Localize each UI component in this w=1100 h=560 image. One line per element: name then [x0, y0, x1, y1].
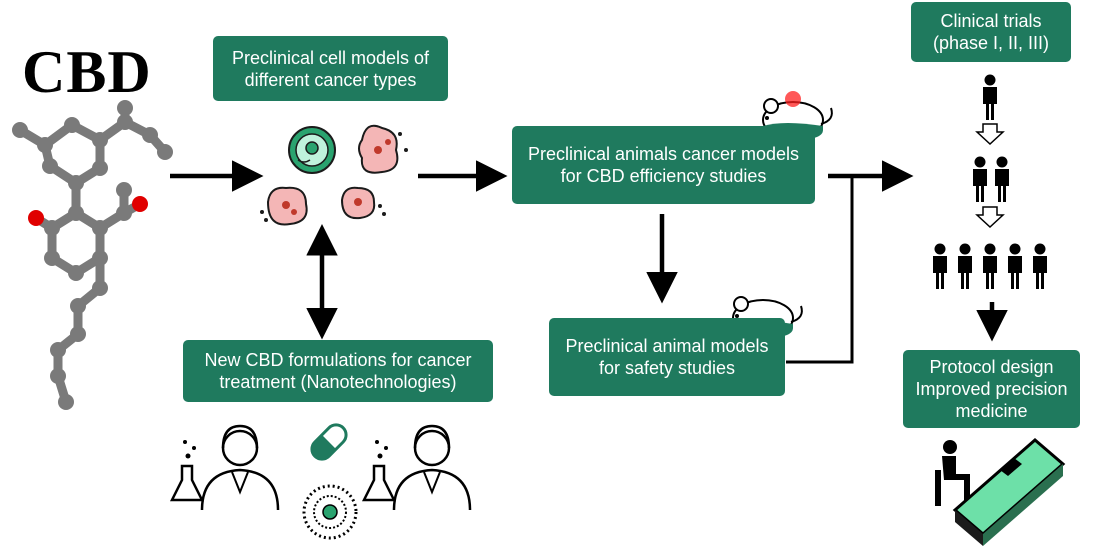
protocol-design-box: Protocol design Improved precision medic… [903, 350, 1080, 428]
hospital-bed-icon [935, 438, 1066, 546]
formulations-box: New CBD formulations for cancer treatmen… [183, 340, 493, 402]
connector-safety-to-trials [786, 176, 854, 364]
clinical-trials-box: Clinical trials (phase I, II, III) [911, 2, 1071, 62]
scientist-icon [362, 424, 472, 512]
cancer-cell-icon [340, 186, 386, 220]
nanoparticle-icon [302, 484, 358, 540]
person-icon [1008, 243, 1022, 289]
safety-models-box: Preclinical animal models for safety stu… [549, 318, 785, 396]
lab-mouse-icon [762, 91, 833, 141]
cancer-cell-icon [260, 186, 308, 226]
person-icon [958, 243, 972, 289]
person-icon [973, 156, 987, 202]
person-icon [983, 243, 997, 289]
cell-models-box: Preclinical cell models of different can… [213, 36, 448, 101]
person-icon [983, 74, 997, 120]
capsule-icon [310, 423, 348, 461]
step-arrow [975, 123, 1005, 146]
cbd-molecule-icon [12, 100, 173, 410]
cancer-cell-icon [358, 124, 408, 174]
efficiency-models-box: Preclinical animals cancer models for CB… [512, 126, 815, 204]
cancer-cell-icon [288, 126, 336, 174]
diagram-title: CBD [22, 39, 152, 105]
person-icon [933, 243, 947, 289]
person-icon [995, 156, 1009, 202]
scientist-icon [170, 424, 280, 512]
step-arrow [975, 206, 1005, 229]
person-icon [1033, 243, 1047, 289]
